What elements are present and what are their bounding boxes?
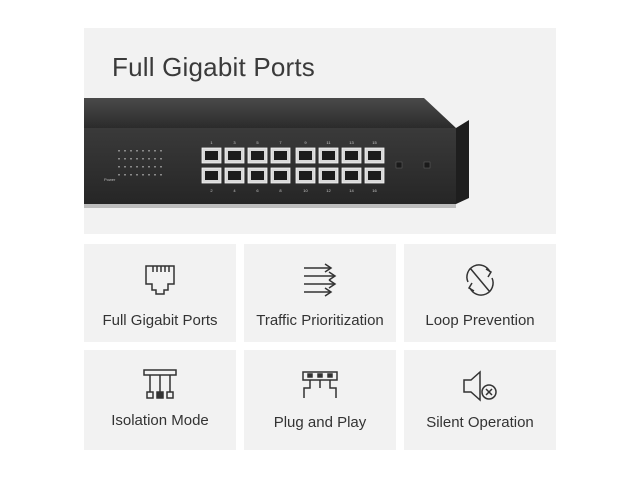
port-number-label: 4 xyxy=(233,188,236,193)
status-led xyxy=(118,158,120,160)
status-led xyxy=(148,150,150,152)
ethernet-port-opening xyxy=(274,151,287,160)
feature-card-isolation: Isolation Mode xyxy=(84,350,236,450)
port-number-label: 13 xyxy=(349,140,354,145)
ethernet-port-opening xyxy=(274,171,287,180)
isolation-mode-icon xyxy=(140,366,180,411)
status-led xyxy=(148,174,150,176)
status-led xyxy=(154,158,156,160)
port-number-label: 1 xyxy=(210,140,213,145)
status-led xyxy=(124,158,126,160)
feature-label-isolation: Isolation Mode xyxy=(111,412,209,429)
status-led xyxy=(118,166,120,168)
ethernet-port-opening xyxy=(322,151,335,160)
mode-switch xyxy=(423,161,431,169)
feature-card-silent: Silent Operation xyxy=(404,350,556,450)
status-led xyxy=(154,150,156,152)
status-led xyxy=(124,150,126,152)
feature-card-traffic: Traffic Prioritization xyxy=(244,244,396,342)
status-led xyxy=(160,166,162,168)
ethernet-port-opening xyxy=(345,171,358,180)
status-led xyxy=(136,166,138,168)
ethernet-port-opening xyxy=(345,151,358,160)
port-number-label: 12 xyxy=(326,188,331,193)
status-led xyxy=(118,150,120,152)
port-number-label: 7 xyxy=(279,140,282,145)
ethernet-port-icon xyxy=(140,260,180,305)
hero-title: Full Gigabit Ports xyxy=(112,52,316,82)
status-led xyxy=(154,174,156,176)
ethernet-port-opening xyxy=(299,171,312,180)
port-number-label: 8 xyxy=(279,188,282,193)
feature-card-plug-play: Plug and Play xyxy=(244,350,396,450)
ethernet-port-opening xyxy=(299,151,312,160)
status-led xyxy=(160,158,162,160)
port-number-label: 11 xyxy=(326,140,331,145)
status-led xyxy=(118,174,120,176)
status-led xyxy=(130,174,132,176)
ethernet-port-opening xyxy=(368,151,381,160)
status-led xyxy=(130,150,132,152)
ethernet-port-opening xyxy=(205,151,218,160)
port-number-label: 2 xyxy=(210,188,213,193)
status-led xyxy=(160,150,162,152)
port-number-label: 14 xyxy=(349,188,354,193)
status-led xyxy=(142,174,144,176)
feature-card-loop: Loop Prevention xyxy=(404,244,556,342)
port-number-label: 10 xyxy=(303,188,308,193)
loop-prevention-icon xyxy=(460,260,500,305)
status-led xyxy=(124,174,126,176)
ethernet-port-opening xyxy=(251,171,264,180)
silent-speaker-icon xyxy=(460,366,500,411)
ethernet-port-opening xyxy=(368,171,381,180)
status-led xyxy=(136,174,138,176)
status-led xyxy=(136,150,138,152)
feature-label-traffic: Traffic Prioritization xyxy=(256,312,384,329)
plug-and-play-icon xyxy=(300,366,340,411)
status-led xyxy=(160,174,162,176)
feature-label-full-gigabit: Full Gigabit Ports xyxy=(102,312,218,329)
status-led xyxy=(142,166,144,168)
ethernet-port-opening xyxy=(251,151,264,160)
port-number-label: 16 xyxy=(372,188,377,193)
status-led xyxy=(124,166,126,168)
port-number-label: 5 xyxy=(256,140,259,145)
power-label: Power xyxy=(104,177,116,182)
status-led xyxy=(148,166,150,168)
traffic-arrows-icon xyxy=(300,260,340,305)
feature-label-plug-play: Plug and Play xyxy=(273,414,367,431)
status-led xyxy=(142,158,144,160)
feature-label-loop: Loop Prevention xyxy=(425,312,535,329)
status-led xyxy=(142,150,144,152)
status-led xyxy=(154,166,156,168)
status-led xyxy=(130,158,132,160)
ethernet-port-opening xyxy=(228,151,241,160)
ethernet-port-opening xyxy=(322,171,335,180)
status-led xyxy=(148,158,150,160)
port-number-label: 6 xyxy=(256,188,259,193)
mode-switch xyxy=(395,161,403,169)
ethernet-port-opening xyxy=(228,171,241,180)
port-number-label: 3 xyxy=(233,140,236,145)
port-number-label: 15 xyxy=(372,140,377,145)
feature-card-full-gigabit: Full Gigabit Ports xyxy=(84,244,236,342)
feature-label-silent: Silent Operation xyxy=(426,414,534,431)
status-led xyxy=(130,166,132,168)
ethernet-port-opening xyxy=(205,171,218,180)
status-led xyxy=(136,158,138,160)
port-number-label: 9 xyxy=(304,140,307,145)
